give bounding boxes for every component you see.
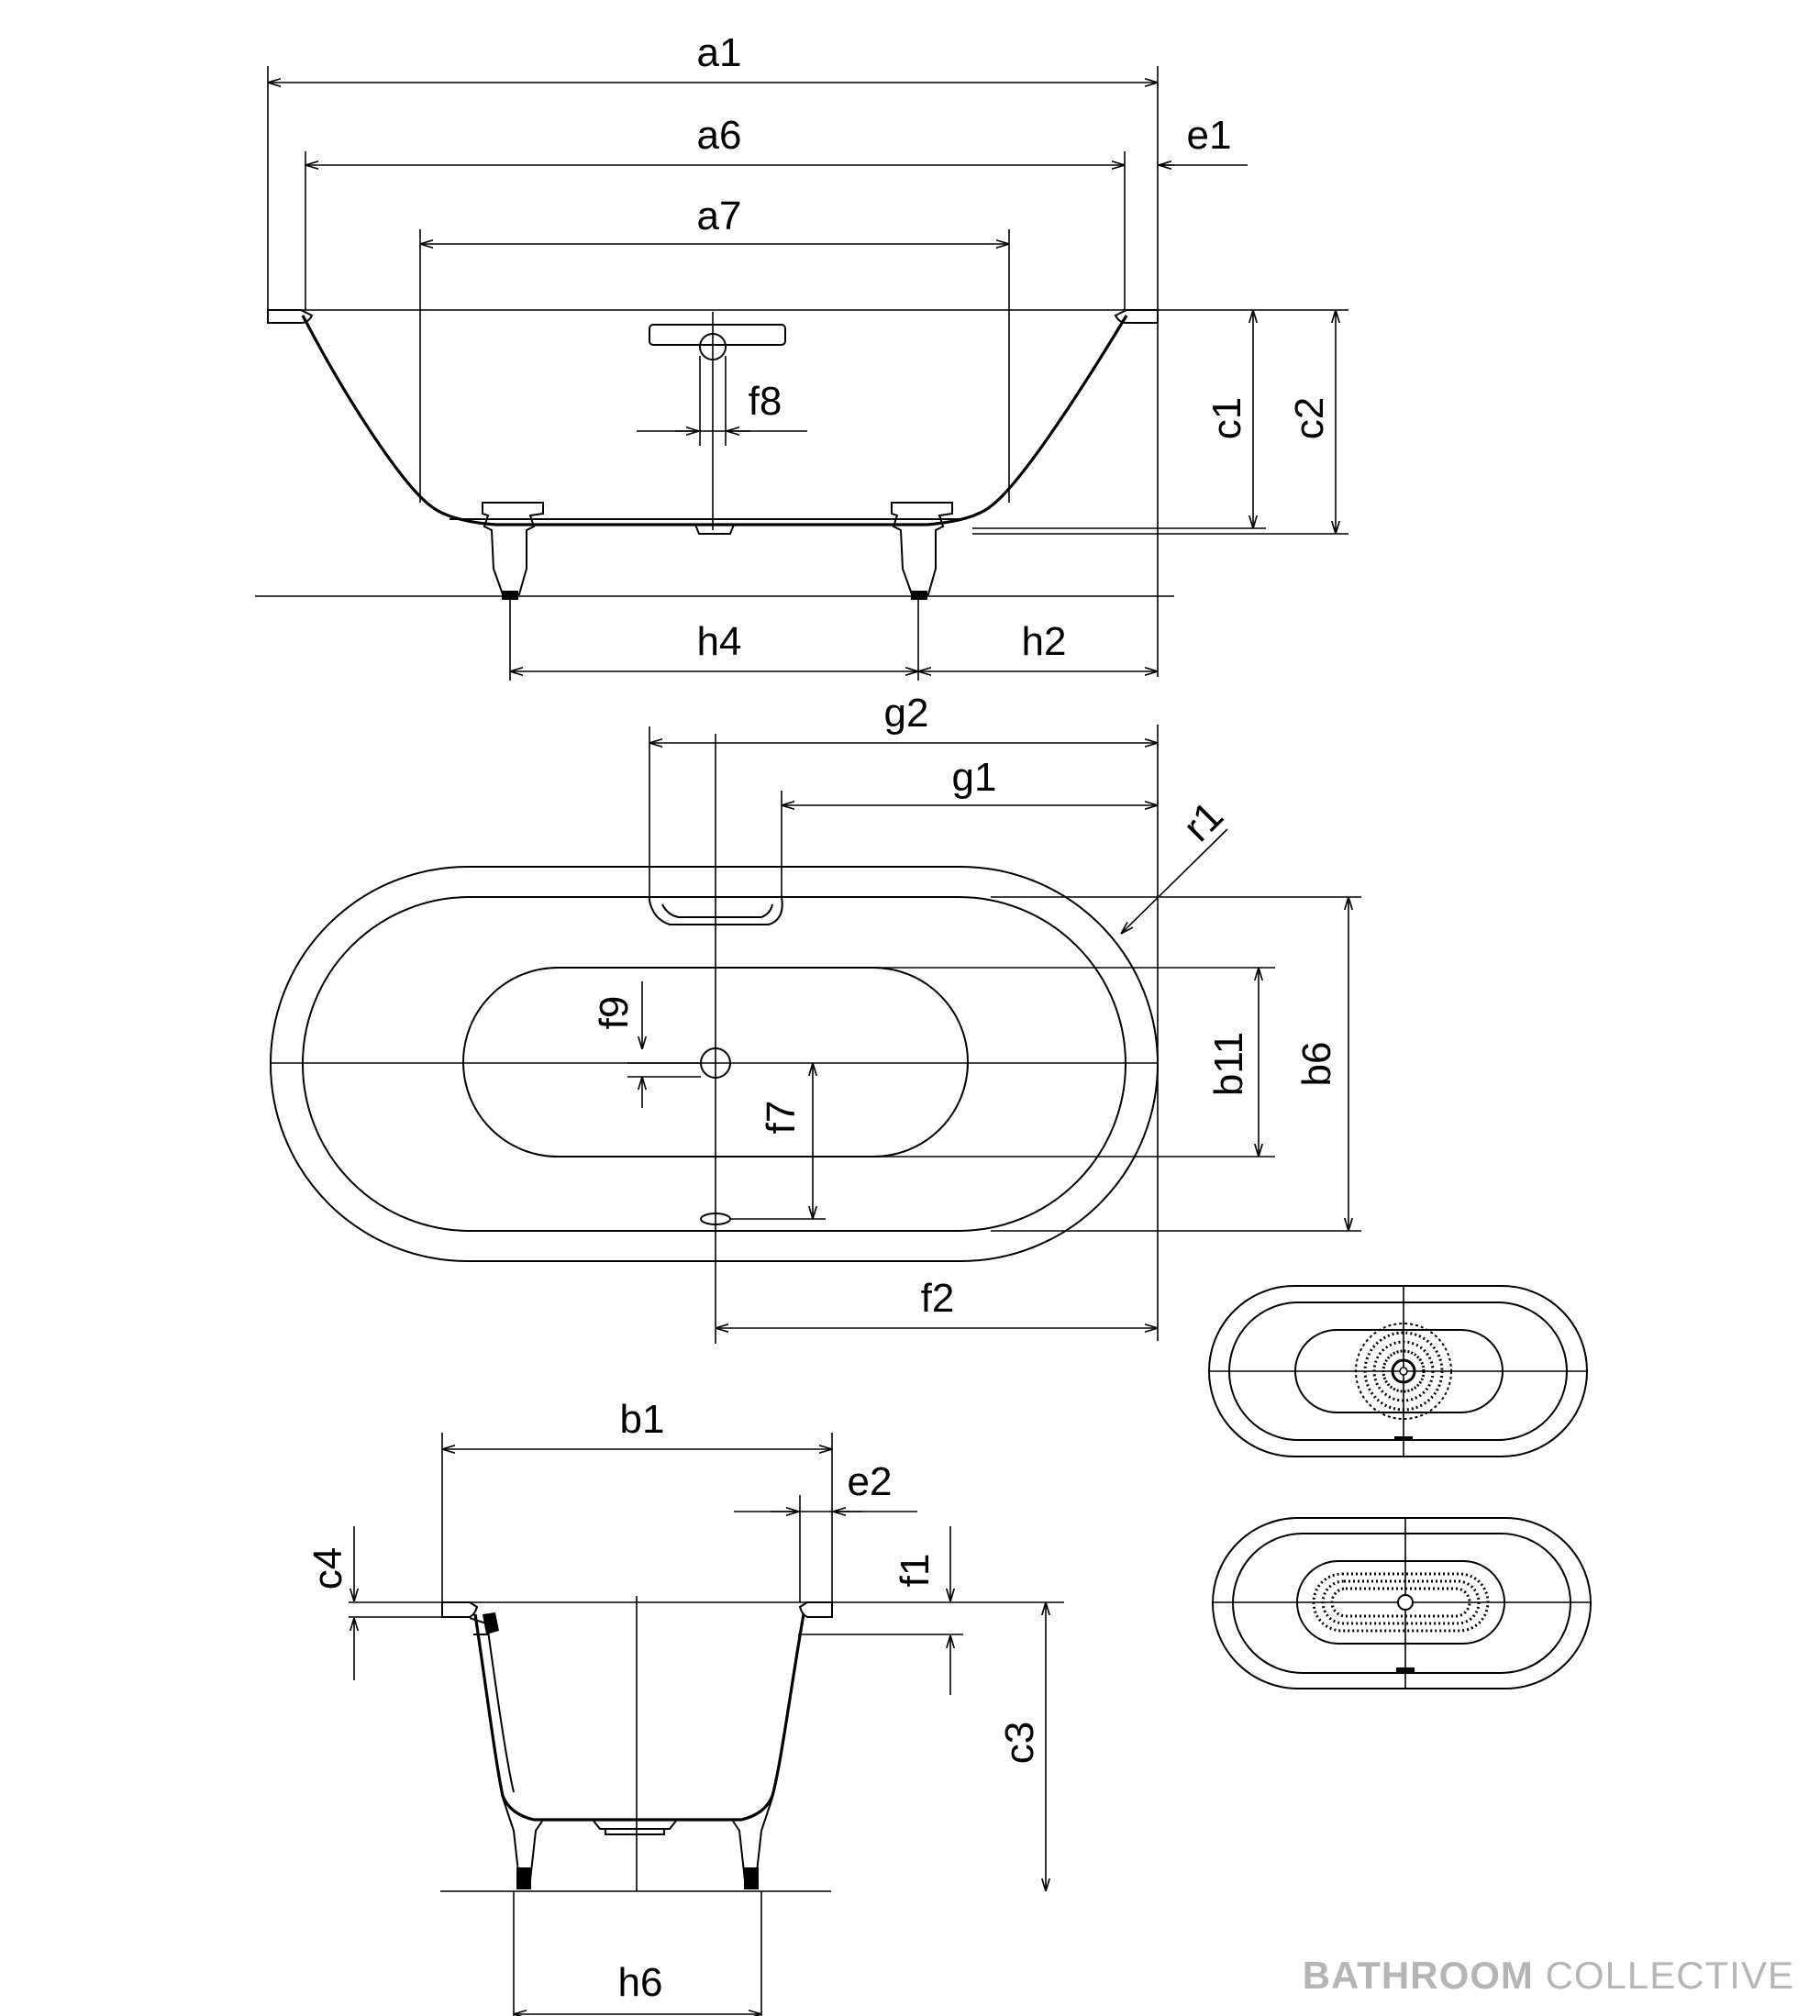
label-c2: c2	[1287, 397, 1332, 439]
label-h2: h2	[1022, 619, 1067, 664]
end-drain-assembly	[592, 1819, 678, 1835]
label-h6: h6	[618, 1960, 663, 2005]
end-foot-left	[502, 1797, 544, 1889]
variant-whirlpool-oval	[1212, 1517, 1592, 1689]
label-e2: e2	[848, 1459, 893, 1504]
label-c4: c4	[305, 1547, 350, 1590]
end-tub-shell	[473, 1613, 805, 1822]
end-tub-shell-inner	[487, 1630, 515, 1793]
plan-overflow	[649, 896, 783, 925]
label-c3: c3	[997, 1722, 1042, 1764]
plan-overflow-inner	[661, 903, 773, 918]
side-drain-outlet	[694, 524, 736, 535]
side-tub-rim-right	[1114, 309, 1159, 324]
plan-inner-rim	[302, 896, 1126, 1232]
label-c1: c1	[1204, 397, 1249, 439]
label-f8: f8	[749, 379, 782, 424]
plan-outer-rim	[270, 866, 1159, 1262]
label-r1: r1	[1175, 793, 1232, 850]
end-foot-right	[731, 1797, 773, 1889]
label-e1: e1	[1187, 113, 1232, 158]
side-foot-left	[482, 502, 544, 600]
label-f9: f9	[592, 996, 637, 1030]
label-f1: f1	[893, 1554, 938, 1588]
side-tub-shell	[301, 315, 1128, 526]
variant-whirlpool-round	[1208, 1285, 1588, 1457]
end-rim-left	[441, 1601, 479, 1618]
label-f2: f2	[921, 1276, 955, 1321]
side-tub-rim-left	[267, 309, 314, 324]
dim-r1	[1121, 828, 1228, 934]
label-a7: a7	[697, 194, 742, 238]
label-a1: a1	[697, 30, 742, 75]
brand-bold: BATHROOM	[1302, 1954, 1534, 1997]
label-b6: b6	[1294, 1042, 1339, 1087]
label-g2: g2	[884, 691, 929, 736]
end-overflow-pipe	[469, 1617, 490, 1635]
brand-light: COLLECTIVE	[1545, 1954, 1794, 1997]
side-foot-right	[891, 502, 953, 600]
end-rim-right	[798, 1601, 833, 1618]
label-a6: a6	[697, 113, 742, 158]
side-elevation-view: a1 a6 a7 e1 f8 c1 c2 h4 h2	[255, 30, 1348, 681]
label-f7: f7	[759, 1101, 804, 1135]
side-overflow-plate	[649, 324, 786, 346]
brand-watermark: BATHROOM COLLECTIVE	[1303, 1954, 1794, 1998]
label-b11: b11	[1206, 1032, 1251, 1096]
label-g1: g1	[952, 755, 997, 800]
label-b1: b1	[620, 1397, 665, 1442]
plan-view: g2 g1 r1 f9 f7 b11 b6 f2	[270, 691, 1361, 1344]
end-elevation-view: b1 e2 c4 f1 c3 h6	[305, 1397, 1064, 2016]
label-h4: h4	[697, 619, 742, 664]
